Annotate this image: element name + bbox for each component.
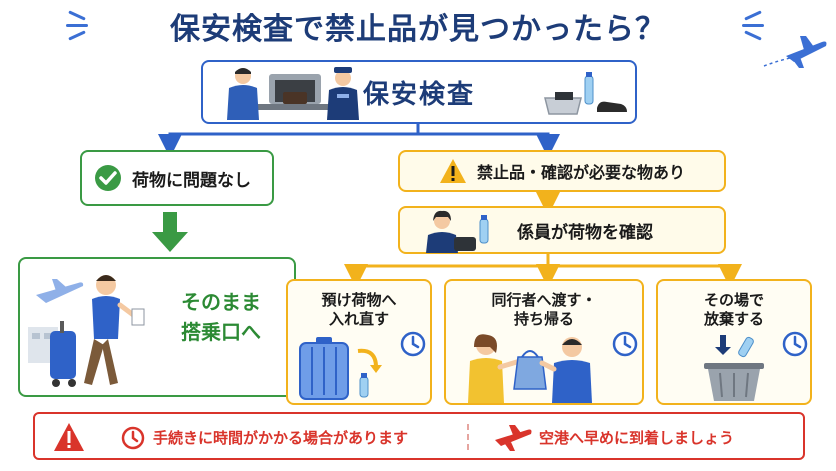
handover-illustration: [456, 333, 608, 403]
suitcase-illustration: [296, 337, 396, 401]
prohibited-item-label: 禁止品・確認が必要な物あり: [476, 163, 685, 182]
check-icon: [95, 165, 121, 191]
footer-divider: [467, 424, 469, 450]
security-check-box: 保安検査: [201, 60, 637, 124]
option-dispose-on-site: その場で 放棄する: [656, 279, 812, 405]
traveler-illustration: [26, 265, 154, 393]
tray-bottle-shoes-illustration: [541, 68, 631, 120]
staff-check-box: 係員が荷物を確認: [398, 206, 726, 254]
security-check-label: 保安検査: [362, 79, 475, 110]
option-hand-to-companion: 同行者へ渡す・ 持ち帰る: [444, 279, 644, 405]
clock-icon: [121, 426, 145, 450]
title-deco: [742, 24, 764, 27]
option-2-line-2: 持ち帰る: [513, 310, 574, 328]
proceed-line-2: 搭乗口へ: [181, 320, 261, 344]
time-warning-text: 手続きに時間がかかる場合があります: [153, 429, 409, 447]
airplane-icon: [760, 32, 830, 76]
clock-icon: [782, 331, 808, 357]
clock-icon: [400, 331, 426, 357]
arrive-early-text: 空港へ早めに到着しましょう: [539, 429, 735, 447]
footer-notice: 手続きに時間がかかる場合があります 空港へ早めに到着しましょう: [33, 412, 805, 460]
green-down-arrow: [150, 212, 190, 252]
airplane-icon: [493, 424, 533, 452]
no-problem-label: 荷物に問題なし: [132, 170, 251, 191]
option-3-line-1: その場で: [703, 291, 764, 309]
staff-illustration: [418, 209, 498, 253]
option-1-line-2: 入れ直す: [328, 310, 389, 328]
security-scanner-illustration: [213, 64, 363, 122]
clock-icon: [612, 331, 638, 357]
trash-can-illustration: [698, 333, 778, 403]
option-recheck-baggage: 預け荷物へ 入れ直す: [286, 279, 432, 405]
title-deco: [66, 24, 88, 27]
staff-check-label: 係員が荷物を確認: [517, 222, 653, 243]
proceed-to-gate-text: そのまま 搭乗口へ: [154, 287, 288, 347]
option-2-line-1: 同行者へ渡す・: [491, 291, 597, 309]
option-1-line-1: 預け荷物へ: [321, 291, 397, 309]
warning-icon: [439, 159, 466, 183]
proceed-to-gate-box: そのまま 搭乗口へ: [18, 257, 296, 397]
no-problem-box: 荷物に問題なし: [80, 150, 274, 206]
option-3-line-2: 放棄する: [703, 310, 764, 328]
warning-icon: [53, 422, 85, 452]
page-title: 保安検査で禁止品が見つかったら？: [170, 12, 666, 47]
proceed-line-1: そのまま: [181, 290, 261, 314]
prohibited-item-box: 禁止品・確認が必要な物あり: [398, 150, 726, 192]
